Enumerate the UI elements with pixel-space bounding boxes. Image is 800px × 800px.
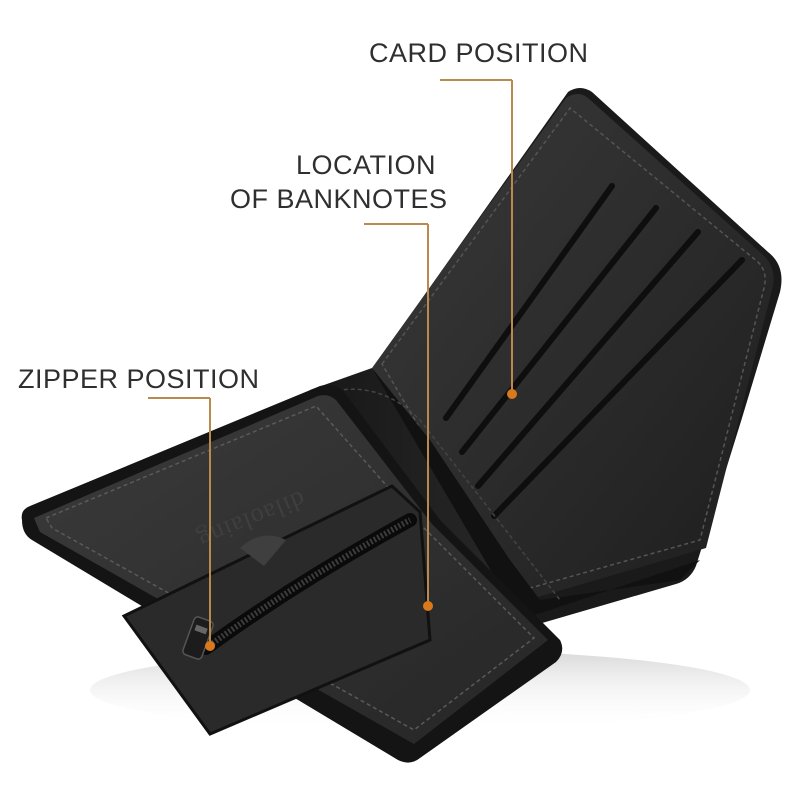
callout-dot xyxy=(205,641,215,651)
callout-dot xyxy=(507,389,517,399)
label-banknotes-line1: LOCATION xyxy=(295,150,436,180)
wallet-back-panel xyxy=(370,88,782,628)
label-card-position: CARD POSITION xyxy=(369,36,589,70)
card-slot-line xyxy=(491,257,745,519)
label-card-position-text: CARD POSITION xyxy=(369,38,589,68)
callout-card xyxy=(440,79,517,399)
callout-dot xyxy=(423,601,433,611)
callout-banknotes xyxy=(364,223,433,611)
label-banknotes: LOCATION OF BANKNOTES xyxy=(230,148,448,216)
zipper-pull-icon xyxy=(182,616,214,660)
card-slot-line xyxy=(459,205,659,455)
label-banknotes-line2: OF BANKNOTES xyxy=(230,184,448,214)
wallet-front-panel: dilaolaing xyxy=(21,384,563,763)
callout-zipper xyxy=(148,397,215,651)
card-slot-line xyxy=(443,183,615,421)
label-zipper-position-text: ZIPPER POSITION xyxy=(18,364,260,394)
label-zipper-position: ZIPPER POSITION xyxy=(18,362,260,396)
card-slot-line xyxy=(475,229,701,489)
